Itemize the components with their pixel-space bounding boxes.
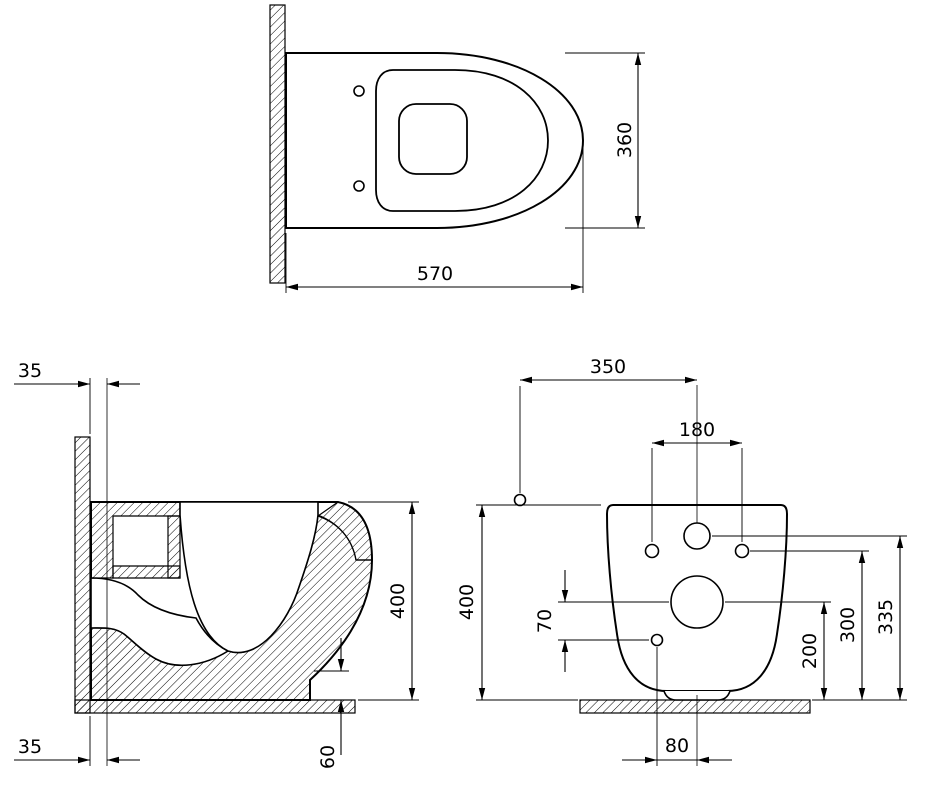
fixing-hole-left bbox=[644, 543, 660, 559]
water-spot-outline bbox=[398, 103, 468, 175]
wall-hatch-side-view bbox=[74, 436, 91, 714]
dim-label-rear-height: 400 bbox=[456, 584, 478, 620]
outlet-hole bbox=[670, 575, 724, 629]
side-section-view: 35 35 400 60 bbox=[14, 360, 419, 769]
rear-view: 350 180 400 70 200 300 bbox=[456, 356, 907, 766]
dim-side-wall-offset-bottom: 35 bbox=[14, 716, 140, 766]
dim-rear-height: 400 bbox=[456, 504, 601, 701]
floor-hatch-rear-view bbox=[579, 699, 811, 714]
toilet-outline-top-view bbox=[285, 52, 585, 229]
bowl-opening-outline bbox=[375, 69, 549, 212]
dim-label-outlet-to-hole: 70 bbox=[534, 609, 556, 633]
dim-rear-inlet-height: 335 bbox=[712, 535, 907, 701]
dim-side-height: 400 bbox=[348, 501, 419, 701]
dim-label-fixing-spacing: 180 bbox=[679, 419, 715, 441]
seat-fixing-hole-bottom bbox=[353, 180, 365, 192]
dim-rear-supply-offset: 350 bbox=[519, 356, 697, 493]
dim-top-depth: 360 bbox=[565, 52, 645, 229]
dim-side-wall-offset-top: 35 bbox=[14, 360, 140, 434]
seat-fixing-hole-top bbox=[353, 85, 365, 97]
dim-rear-hole-offset: 80 bbox=[622, 647, 732, 766]
dim-rear-outlet-to-hole: 70 bbox=[534, 570, 669, 672]
water-inlet-hole bbox=[683, 522, 711, 550]
dim-label-fixing-height: 300 bbox=[837, 607, 859, 643]
side-small-hole bbox=[650, 633, 664, 647]
dim-label-hole-offset: 80 bbox=[665, 735, 689, 757]
rim-section-rear-side bbox=[167, 515, 181, 579]
water-supply-point bbox=[513, 493, 527, 507]
dim-label-width: 570 bbox=[417, 263, 453, 285]
dim-label-inlet-height: 335 bbox=[875, 599, 897, 635]
dim-side-outlet-bottom-height: 60 bbox=[314, 638, 349, 769]
dim-label-outlet-bottom-height: 60 bbox=[317, 745, 339, 769]
dim-label-wall-offset-bottom: 35 bbox=[18, 736, 42, 758]
wall-hatch-top-view bbox=[269, 4, 286, 284]
dim-label-wall-offset-top: 35 bbox=[18, 360, 42, 382]
fixing-hole-right bbox=[734, 543, 750, 559]
dim-rear-fixing-spacing: 180 bbox=[651, 419, 743, 542]
dim-rear-outlet-height: 200 bbox=[725, 601, 831, 700]
dim-label-depth: 360 bbox=[614, 122, 636, 158]
bowl-cavity bbox=[179, 501, 319, 654]
floor-hatch-side-view bbox=[74, 699, 356, 714]
dim-label-side-height: 400 bbox=[387, 583, 409, 619]
dim-label-supply-offset: 350 bbox=[590, 356, 626, 378]
dim-label-outlet-height: 200 bbox=[799, 633, 821, 669]
dim-rear-fixing-height: 300 bbox=[750, 550, 869, 700]
top-view: 360 570 bbox=[269, 4, 645, 293]
dim-top-width: 570 bbox=[285, 146, 584, 293]
